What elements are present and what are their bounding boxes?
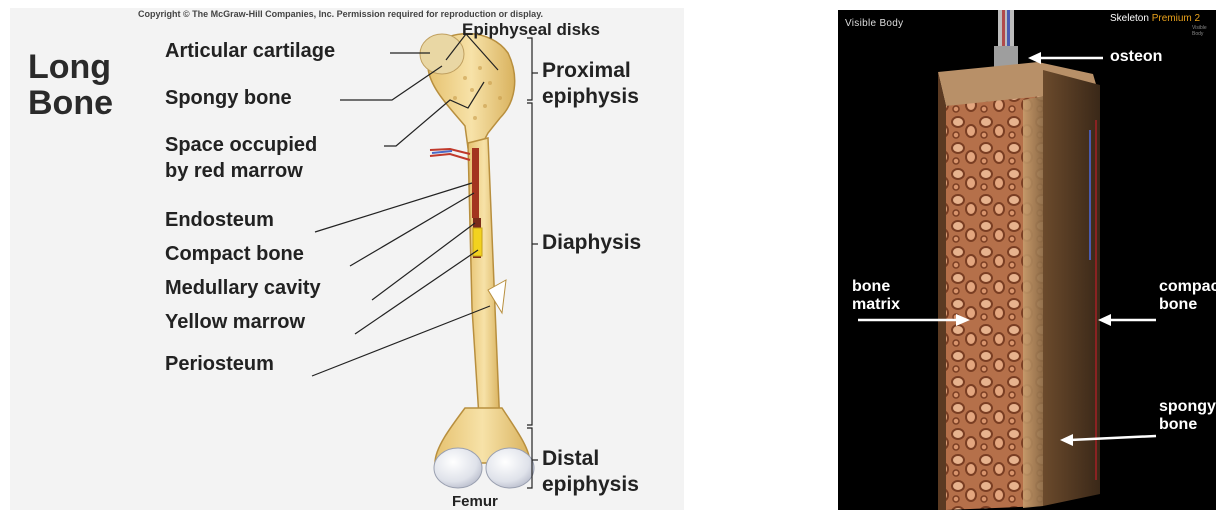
condyle-left (434, 448, 482, 488)
label-compact-1: compact (1159, 278, 1216, 296)
condyle-right (486, 448, 534, 488)
label-bone-matrix-1: bone (852, 278, 890, 296)
label-osteon: osteon (1110, 48, 1162, 66)
label-compact-bone: Compact bone (165, 244, 304, 264)
title-bone: Bone (28, 86, 113, 120)
label-spongy-2: bone (1159, 416, 1197, 434)
label-spongy-bone: Spongy bone (165, 88, 292, 108)
label-periosteum: Periosteum (165, 354, 274, 374)
brand-visible-body: Visible Body (845, 18, 903, 29)
label-proximal-epiphysis: epiphysis (542, 86, 639, 107)
label-medullary-cavity: Medullary cavity (165, 278, 321, 298)
label-proximal: Proximal (542, 60, 631, 81)
brand-skeleton-premium: Skeleton Premium 2 (1110, 13, 1200, 24)
label-space-occupied: Space occupied (165, 135, 317, 155)
label-compact-2: bone (1159, 296, 1197, 314)
label-distal: Distal (542, 448, 599, 469)
brand-small: Visible Body (1192, 25, 1216, 37)
red-marrow (472, 148, 479, 218)
label-femur: Femur (452, 494, 498, 509)
title-long: Long (28, 50, 111, 84)
long-bone-panel: Copyright © The McGraw-Hill Companies, I… (10, 8, 684, 510)
label-articular-cartilage: Articular cartilage (165, 41, 335, 61)
femoral-head (420, 34, 464, 74)
label-diaphysis: Diaphysis (542, 232, 641, 253)
label-distal-epiphysis: epiphysis (542, 474, 639, 495)
label-epiphyseal-disks: Epiphyseal disks (462, 21, 600, 38)
label-bone-matrix-2: matrix (852, 296, 900, 314)
bone-section-panel: Visible Body Skeleton Premium 2 Visible … (838, 10, 1216, 510)
label-yellow-marrow: Yellow marrow (165, 312, 305, 332)
label-spongy-1: spongy (1159, 398, 1216, 416)
label-endosteum: Endosteum (165, 210, 274, 230)
label-red-marrow: by red marrow (165, 161, 303, 181)
bone-cylinder-illustration (838, 10, 1216, 510)
